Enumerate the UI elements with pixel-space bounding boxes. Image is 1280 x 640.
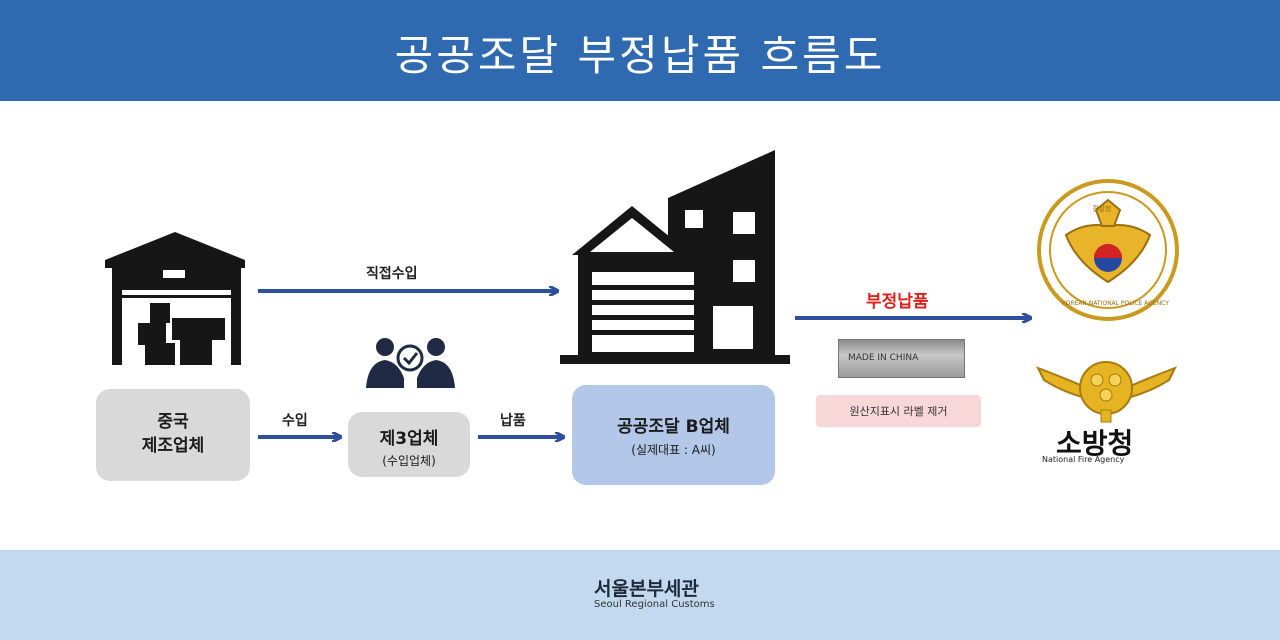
page-title: 공공조달 부정납품 흐름도 — [394, 31, 886, 80]
third-party-title: 제3업체 — [379, 429, 439, 449]
police-emblem-top-text: 경찰청 — [1092, 205, 1112, 213]
fire-agency-name: 소방청 — [1056, 427, 1134, 460]
origin-label-removal-badge — [816, 395, 981, 427]
footer-band — [0, 550, 1280, 640]
third-party-subtitle: (수입업체) — [382, 454, 436, 468]
direct-import-label: 직접수입 — [366, 266, 418, 282]
made-in-china-text: MADE IN CHINA — [848, 353, 919, 363]
delivery-label: 납품 — [500, 413, 526, 429]
origin-label-removal-text: 원산지표시 라벨 제거 — [849, 405, 948, 418]
company-b-box: 공공조달 B업체 (실제대표 : A씨) — [572, 385, 775, 485]
china-manufacturer-line2: 제조업체 — [141, 436, 205, 456]
footer-org-name-en: Seoul Regional Customs — [594, 599, 715, 610]
police-emblem-icon — [1037, 179, 1179, 321]
building-icon — [560, 150, 790, 364]
handshake-icon — [366, 338, 455, 388]
china-manufacturer-box: 중국 제조업체 — [96, 389, 250, 481]
china-manufacturer-line1: 중국 — [157, 412, 189, 432]
import-label: 수입 — [282, 413, 308, 429]
fire-agency-english: National Fire Agency — [1042, 455, 1125, 464]
footer-org-name: 서울본부세관 — [594, 578, 699, 600]
third-party-importer-box: 제3업체 (수입업체) — [348, 412, 470, 477]
made-in-china-tag — [838, 339, 965, 378]
header-banner: 공공조달 부정납품 흐름도 — [0, 0, 1280, 101]
police-emblem-ring-text: KOREAN NATIONAL POLICE AGENCY — [1062, 300, 1169, 307]
company-b-title: 공공조달 B업체 — [617, 417, 730, 437]
warehouse-icon — [105, 232, 245, 365]
fire-agency-emblem-icon — [1035, 361, 1178, 423]
fraud-delivery-label: 부정납품 — [866, 292, 929, 312]
company-b-subtitle: (실제대표 : A씨) — [631, 443, 716, 457]
